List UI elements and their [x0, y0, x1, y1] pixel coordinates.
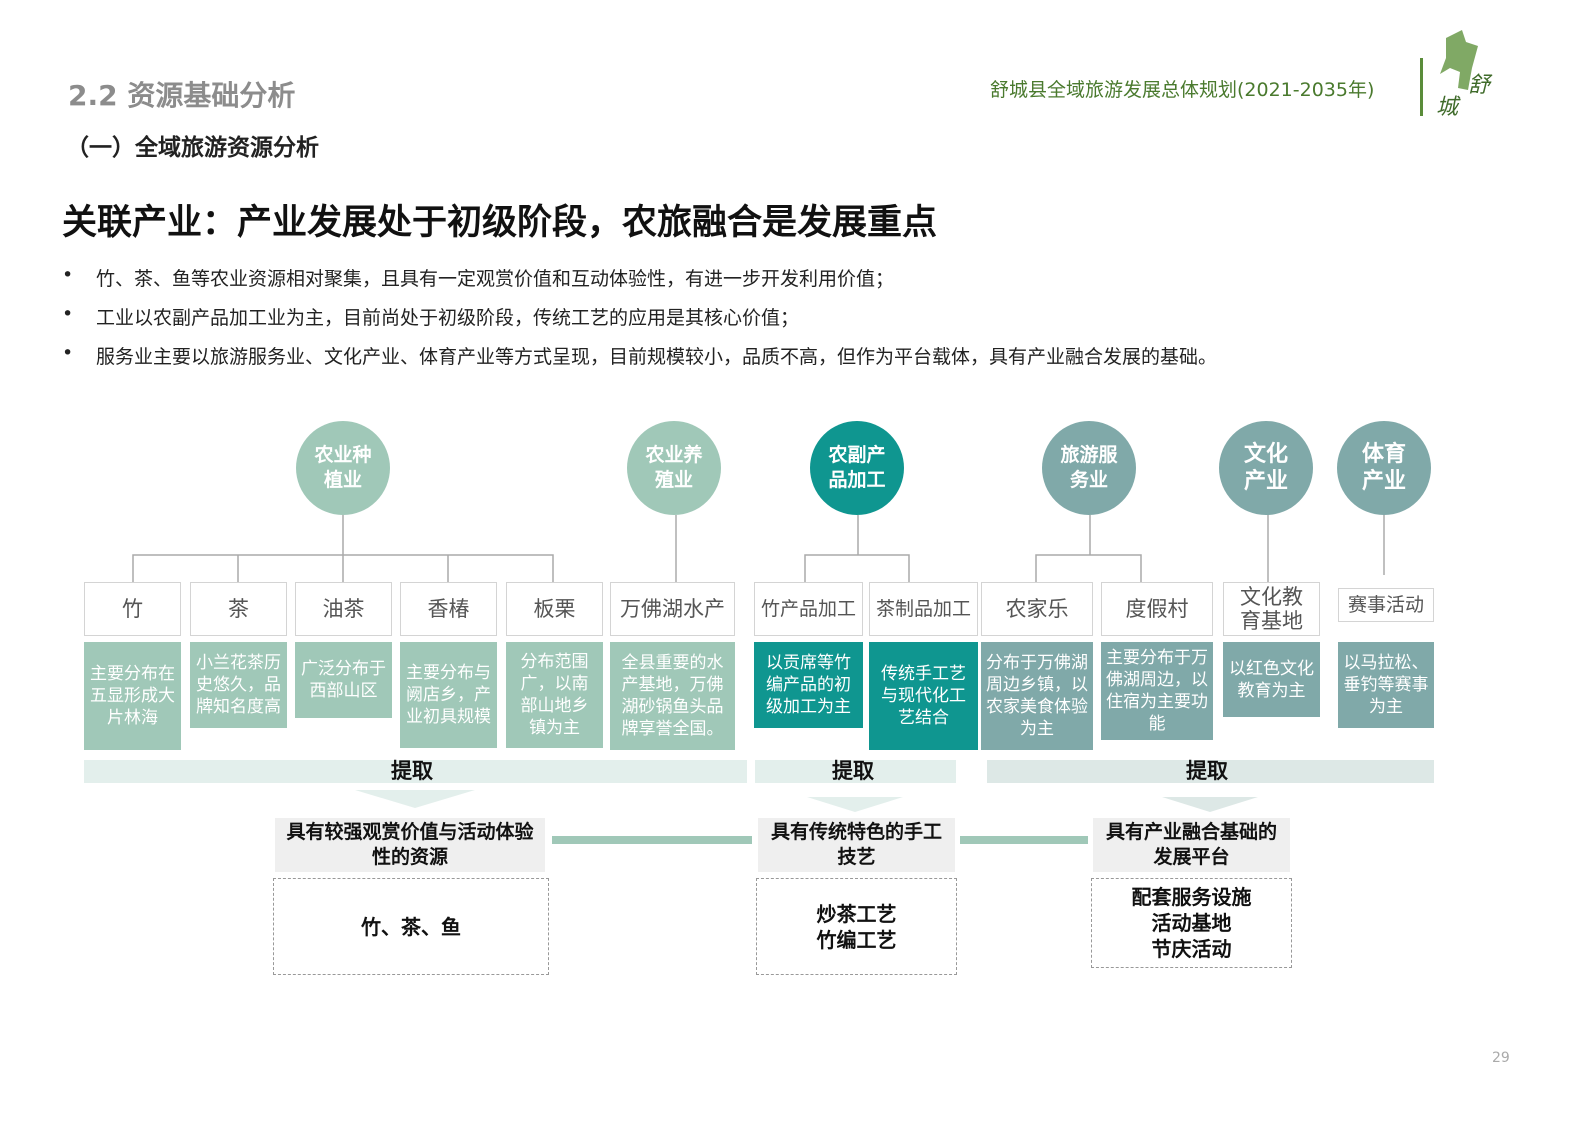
category-description: 以红色文化教育为主: [1223, 642, 1320, 717]
shucheng-logo: 舒 城: [1436, 30, 1493, 118]
result-title: 具有传统特色的手工技艺: [758, 818, 955, 872]
category-box: 竹产品加工: [754, 582, 863, 636]
headline: 关联产业：产业发展处于初级阶段，农旅融合是发展重点: [62, 203, 938, 243]
subsection-title: （一）全域旅游资源分析: [66, 135, 319, 161]
svg-text:舒: 舒: [1468, 73, 1493, 98]
result-content: 配套服务设施 活动基地 节庆活动: [1091, 878, 1292, 968]
category-box: 茶: [190, 582, 287, 636]
result-title: 具有产业融合基础的发展平台: [1093, 818, 1290, 872]
arrow-down-icon: [807, 797, 903, 812]
category-description: 分布于万佛湖周边乡镇，以农家美食体验为主: [981, 642, 1093, 750]
industry-circle: 农业养殖业: [627, 421, 721, 515]
industry-circle: 农业种植业: [296, 421, 390, 515]
extract-bar: 提取: [755, 760, 956, 783]
bullet-marker: •: [62, 303, 74, 325]
category-box: 油茶: [295, 582, 392, 636]
bullet-list: • 竹、茶、鱼等农业资源相对聚集，且具有一定观赏价值和互动体验性，有进一步开发利用…: [62, 264, 1217, 381]
category-description: 传统手工艺与现代化工艺结合: [869, 642, 978, 750]
bullet-item: • 服务业主要以旅游服务业、文化产业、体育产业等方式呈现，目前规模较小，品质不高，…: [62, 342, 1217, 381]
bullet-marker: •: [62, 264, 74, 286]
category-box: 度假村: [1101, 582, 1213, 636]
result-content: 炒茶工艺 竹编工艺: [756, 878, 957, 975]
category-description: 主要分布与阙店乡，产业初具规模: [400, 642, 497, 748]
category-description: 全县重要的水产基地，万佛湖砂锅鱼头品牌享誉全国。: [610, 642, 735, 750]
extract-bar: 提取: [84, 760, 747, 783]
category-description: 广泛分布于西部山区: [295, 642, 392, 718]
svg-text:城: 城: [1436, 95, 1461, 118]
industry-circle: 农副产品加工: [810, 421, 904, 515]
extract-bar: 提取: [987, 760, 1434, 783]
result-title: 具有较强观赏价值与活动体验性的资源: [275, 818, 545, 872]
category-description: 分布范围广，以南部山地乡镇为主: [506, 642, 603, 748]
category-description: 小兰花茶历史悠久，品牌知名度高: [190, 642, 287, 728]
category-box: 板栗: [506, 582, 603, 636]
category-box: 竹: [84, 582, 181, 636]
section-title: 2.2 资源基础分析: [68, 79, 296, 112]
category-box: 文化教育基地: [1223, 582, 1320, 636]
result-content: 竹、茶、鱼: [273, 878, 549, 975]
industry-circle: 旅游服务业: [1042, 421, 1136, 515]
bullet-text: 工业以农副产品加工业为主，目前尚处于初级阶段，传统工艺的应用是其核心价值；: [96, 307, 800, 329]
category-box: 万佛湖水产: [610, 582, 735, 636]
category-box: 农家乐: [981, 582, 1093, 636]
category-box: 香椿: [400, 582, 497, 636]
page-number: 29: [1492, 1050, 1510, 1066]
arrow-down-icon: [355, 790, 475, 808]
category-box: 茶制品加工: [869, 582, 978, 636]
category-description: 以马拉松、垂钓等赛事为主: [1338, 642, 1434, 728]
link-bar: [552, 836, 752, 844]
bullet-text: 服务业主要以旅游服务业、文化产业、体育产业等方式呈现，目前规模较小，品质不高，但…: [96, 346, 1218, 368]
bullet-text: 竹、茶、鱼等农业资源相对聚集，且具有一定观赏价值和互动体验性，有进一步开发利用价…: [96, 268, 895, 290]
category-description: 主要分布在五显形成大片林海: [84, 642, 181, 750]
industry-circle: 文化产业: [1219, 421, 1313, 515]
bullet-marker: •: [62, 342, 74, 364]
category-description: 主要分布于万佛湖周边，以住宿为主要功能: [1101, 642, 1213, 740]
category-box: 赛事活动: [1338, 588, 1434, 622]
industry-circle: 体育产业: [1337, 421, 1431, 515]
link-bar: [960, 836, 1088, 844]
header-divider: [1420, 58, 1423, 116]
bullet-item: • 竹、茶、鱼等农业资源相对聚集，且具有一定观赏价值和互动体验性，有进一步开发利用…: [62, 264, 1217, 303]
arrow-down-icon: [1162, 797, 1258, 812]
bullet-item: • 工业以农副产品加工业为主，目前尚处于初级阶段，传统工艺的应用是其核心价值；: [62, 303, 1217, 342]
category-description: 以贡席等竹编产品的初级加工为主: [754, 642, 863, 728]
document-title: 舒城县全域旅游发展总体规划(2021-2035年): [990, 79, 1375, 101]
